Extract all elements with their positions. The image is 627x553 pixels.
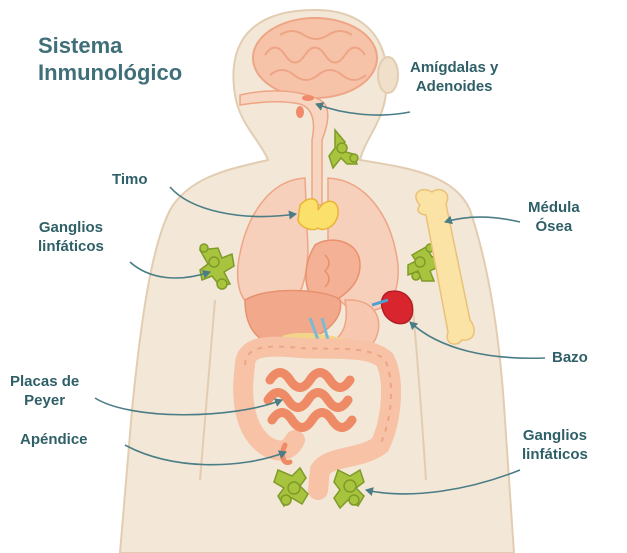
label-bazo: Bazo <box>552 348 588 367</box>
label-ganglios-right: Ganglios linfáticos <box>522 426 588 464</box>
title-line-1: Sistema <box>38 32 182 59</box>
label-placas: Placas de Peyer <box>10 372 79 410</box>
label-medula: Médula Ósea <box>528 198 580 236</box>
label-timo: Timo <box>112 170 148 189</box>
title-line-2: Inmunológico <box>38 59 182 86</box>
label-amigdalas: Amígdalas y Adenoides <box>410 58 498 96</box>
brain <box>253 18 377 98</box>
diagram-title: Sistema Inmunológico <box>38 32 182 86</box>
label-ganglios-left: Ganglios linfáticos <box>38 218 104 256</box>
label-apendice: Apéndice <box>20 430 88 449</box>
thymus <box>298 199 338 230</box>
